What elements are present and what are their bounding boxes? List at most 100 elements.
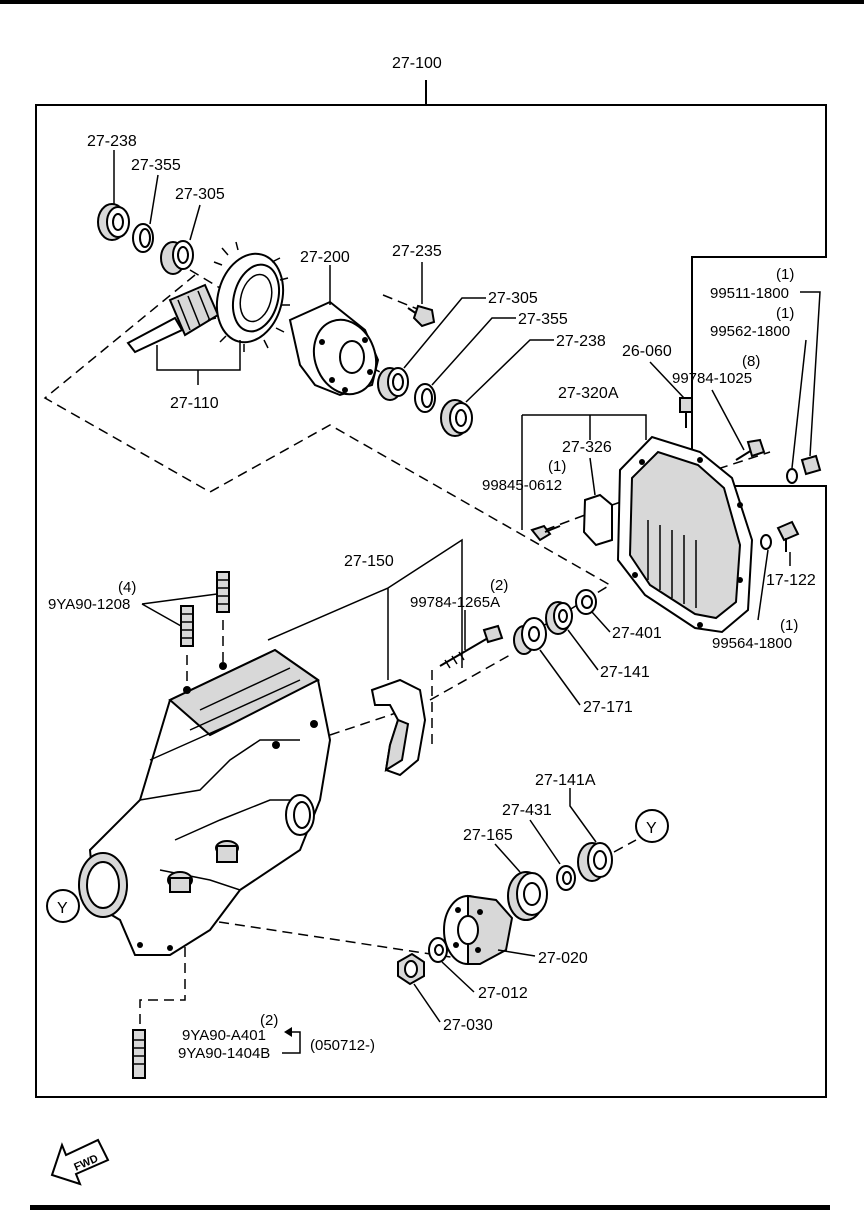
leader-27-141 [567, 629, 599, 671]
marker-y-right [635, 809, 669, 843]
label-99845-0612-qty: (1) [548, 458, 566, 475]
leader-99784-1025 [711, 389, 745, 451]
label-26-060: 26-060 [622, 343, 672, 360]
label-27-012: 27-012 [478, 985, 528, 1002]
pinion-shaft-27-110 [126, 283, 220, 354]
label-27-165: 27-165 [463, 827, 513, 844]
stud-9ya90-1208-b [216, 571, 230, 613]
label-27-355-b: 27-355 [518, 311, 568, 328]
label-27-326: 27-326 [562, 439, 612, 456]
leader-27-355-a [149, 174, 159, 225]
leader-27-030 [413, 983, 441, 1023]
leader-27-012 [441, 961, 475, 993]
leader-9ya90-a401 [282, 1031, 301, 1054]
label-99784-1265a-qty: (2) [490, 577, 508, 594]
diff-carrier-housing [78, 648, 332, 956]
bottom-rule [30, 1205, 830, 1210]
label-date-note: (050712-) [310, 1037, 375, 1054]
label-99511-1800-qty: (1) [776, 266, 794, 283]
rear-cover-27-320a [616, 435, 754, 634]
leader-27-020 [497, 949, 536, 957]
label-9ya90-a401-qty: (2) [260, 1012, 278, 1029]
label-17-122: 17-122 [766, 572, 816, 589]
leader-99511-1800 [800, 291, 821, 457]
label-99511-1800: 99511-1800 [710, 285, 789, 302]
label-99562-1800-qty: (1) [776, 305, 794, 322]
leader-27-305-a [189, 204, 201, 241]
washer-99564-1800 [760, 534, 772, 550]
leader-27-150 [267, 538, 463, 680]
label-99784-1025: 99784-1025 [672, 370, 752, 387]
label-27-110: 27-110 [170, 395, 219, 412]
leader-27-320a [521, 414, 647, 530]
bearing-27-141a [577, 842, 613, 882]
label-27-305-a: 27-305 [175, 186, 225, 203]
label-27-305-b: 27-305 [488, 290, 538, 307]
plug-99511-1800 [800, 454, 822, 476]
nut-27-030 [397, 952, 425, 986]
leader-99562-1800 [791, 339, 807, 469]
bolt-27-235 [407, 304, 436, 328]
label-27-030: 27-030 [443, 1017, 493, 1034]
plug-26-060 [679, 397, 693, 428]
bolt-99845-0612 [530, 524, 561, 542]
label-99564-1800-qty: (1) [780, 617, 798, 634]
leader-26-060 [649, 361, 685, 399]
bearing-27-305-left [160, 240, 194, 275]
leader-27-238-b [465, 339, 554, 403]
bracket-27-326 [582, 493, 613, 547]
seal-27-141 [545, 601, 573, 635]
label-99562-1800: 99562-1800 [710, 323, 790, 340]
leader-27-431 [529, 819, 561, 865]
spacer-27-431 [556, 865, 576, 891]
label-27-171: 27-171 [583, 699, 633, 716]
label-27-355-a: 27-355 [131, 157, 181, 174]
bearing-27-305-right [377, 367, 409, 401]
seal-27-238-right [440, 399, 473, 437]
seal-27-165 [507, 871, 548, 921]
dashed-axis-right-y [613, 839, 637, 853]
washer-99562-1800 [786, 468, 798, 484]
label-27-141a: 27-141A [535, 772, 596, 789]
marker-y-right-label: Y [646, 820, 657, 837]
label-27-150: 27-150 [344, 553, 394, 570]
label-9ya90-1208-qty: (4) [118, 579, 136, 596]
label-27-401: 27-401 [612, 625, 662, 642]
label-27-100: 27-100 [392, 55, 442, 72]
leader-27-401 [591, 611, 611, 633]
shim-27-355-right [414, 383, 436, 413]
flange-27-171 [513, 617, 547, 655]
marker-y-left-label: Y [57, 900, 68, 917]
stud-9ya90-1404b [132, 1029, 146, 1079]
leader-27-326 [589, 457, 596, 496]
label-9ya90-1208: 9YA90-1208 [48, 596, 130, 613]
fwd-arrow-icon: FWD [50, 1138, 110, 1186]
leader-27-171 [539, 649, 581, 706]
label-27-238-b: 27-238 [556, 333, 606, 350]
top-rule [0, 0, 864, 4]
label-9ya90-1404b: 9YA90-1404B [178, 1045, 270, 1062]
bolt-99784-1265a [439, 624, 504, 669]
marker-y-left [46, 889, 80, 923]
label-9ya90-a401: 9YA90-A401 [182, 1027, 266, 1044]
plug-17-122 [776, 520, 800, 552]
companion-flange-27-020 [443, 894, 514, 965]
leader-27-165 [494, 843, 521, 873]
diff-case-27-200 [288, 300, 380, 397]
seal-27-238-left [97, 203, 130, 241]
label-99784-1025-qty: (8) [742, 353, 760, 370]
leader-27-141a [569, 788, 597, 843]
label-99784-1265a: 99784-1265A [410, 594, 500, 611]
label-27-141: 27-141 [600, 664, 650, 681]
bearing-cap-27-150 [370, 678, 427, 777]
label-99564-1800: 99564-1800 [712, 635, 792, 652]
dashed-envelope-gearset [43, 274, 612, 641]
ring-gear-27-110 [207, 241, 290, 352]
label-99845-0612: 99845-0612 [482, 477, 562, 494]
bolt-99784-1025 [735, 438, 766, 461]
leader-27-110 [156, 340, 241, 385]
label-27-320a: 27-320A [558, 385, 619, 402]
stud-9ya90-1208-a [180, 605, 194, 647]
shim-27-355-left [132, 223, 154, 253]
